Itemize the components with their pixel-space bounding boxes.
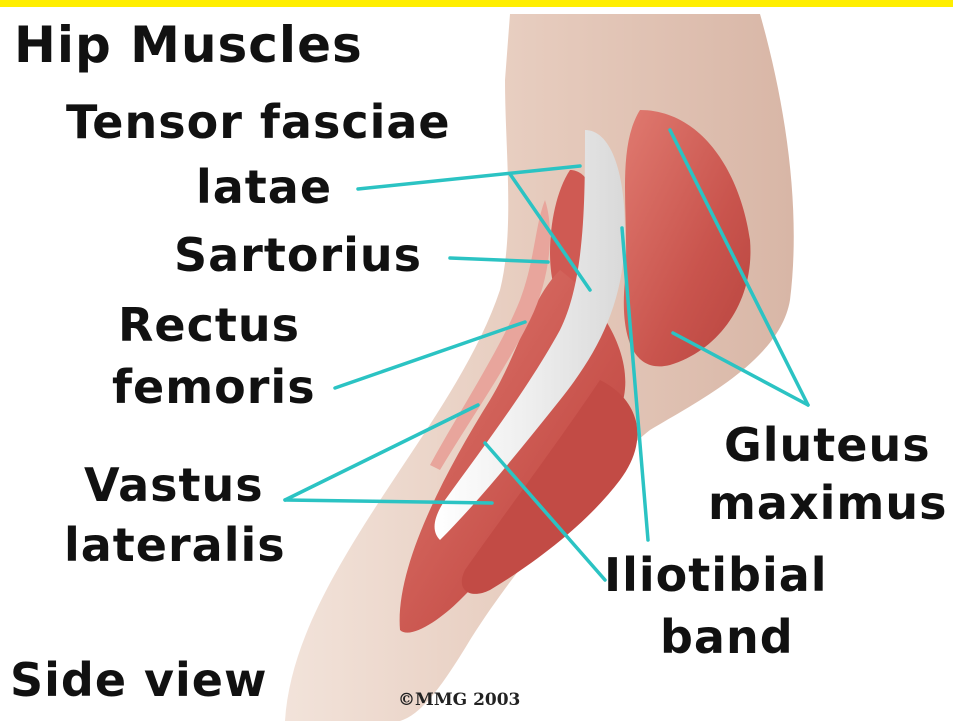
label-iliotibial-line2: band bbox=[660, 610, 794, 664]
side-view-label: Side view bbox=[10, 653, 268, 707]
label-rectus-line1: Rectus bbox=[118, 298, 300, 352]
label-rectus-line2: femoris bbox=[112, 360, 316, 414]
label-gluteus-line1: Gluteus bbox=[724, 418, 931, 472]
label-vastus-line1: Vastus bbox=[84, 458, 264, 512]
label-tensor-fasciae-line2: latae bbox=[196, 160, 332, 214]
label-tensor-fasciae-line1: Tensor fasciae bbox=[66, 95, 451, 149]
label-gluteus-line2: maximus bbox=[708, 476, 947, 530]
label-iliotibial-line1: Iliotibial bbox=[604, 548, 828, 602]
label-sartorius: Sartorius bbox=[174, 228, 422, 282]
copyright-text: ©MMG 2003 bbox=[398, 690, 520, 710]
diagram-title: Hip Muscles bbox=[14, 18, 363, 72]
label-vastus-line2: lateralis bbox=[64, 518, 286, 572]
